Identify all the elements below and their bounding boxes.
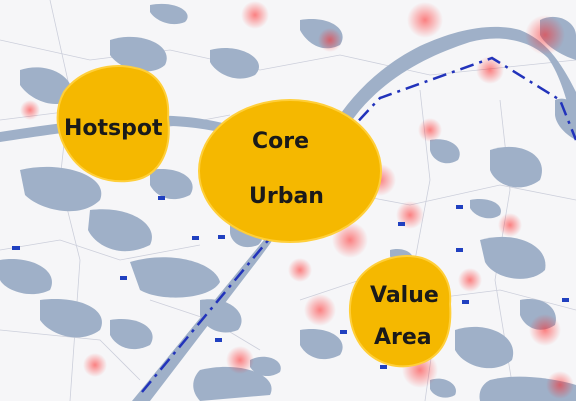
core-label: Core [252,129,310,154]
map-markers [12,180,569,369]
hotspot-zone [56,65,170,183]
hotspot-label: Hotspot [64,116,163,141]
value-label: Value [370,283,439,308]
lakes [0,3,576,401]
core-urban-zone [198,99,382,243]
area-label: Area [374,325,432,350]
urban-label: Urban [249,184,324,209]
zone-label-core-urban: Core [252,131,309,153]
branch-river [0,115,262,142]
main-river [132,26,576,401]
zone-label-core-urban-2: Urban [249,186,324,208]
zone-label-hotspot: Hotspot [64,118,163,140]
value-area-zone [348,255,452,368]
zone-label-value-area: Value [370,285,439,307]
zone-label-value-area-2: Area [374,327,432,349]
heat-spots [20,1,574,399]
